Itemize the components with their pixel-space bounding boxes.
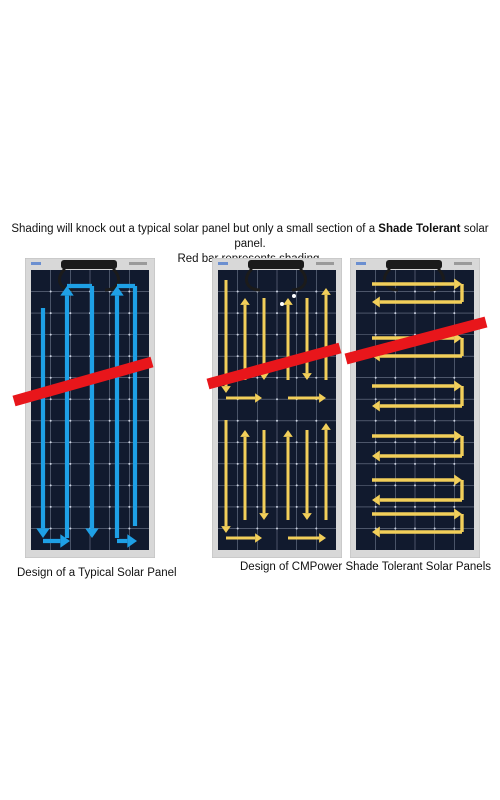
typical-solar-panel — [25, 258, 155, 558]
current-flow-arrow-icon — [259, 430, 269, 520]
current-flow-arrow-icon — [221, 420, 231, 533]
brand-label-icon — [218, 262, 228, 265]
current-flow-arrow-icon — [240, 430, 250, 520]
current-flow-arrow-icon — [110, 286, 124, 538]
rating-label-icon — [129, 262, 147, 265]
header-caption: Shading will knock out a typical solar p… — [0, 222, 500, 267]
connector-dot — [292, 294, 296, 298]
shade-tolerant-emphasis: Shade Tolerant — [378, 223, 461, 235]
current-flow-arrow-icon — [226, 393, 262, 403]
junction-box-icon — [57, 260, 121, 292]
current-flow-arrow-icon — [85, 286, 99, 538]
current-flow-arrow-icon — [226, 533, 262, 543]
brand-label-icon — [31, 262, 41, 265]
shade-tolerant-panel-vertical-strings — [212, 258, 342, 558]
current-flow-arrow-icon — [372, 430, 462, 442]
current-flow-arrow-icon — [117, 534, 137, 548]
rating-label-icon — [454, 262, 472, 265]
caption-typical-panel: Design of a Typical Solar Panel — [17, 567, 177, 579]
current-flow-arrow-icon — [288, 393, 326, 403]
current-flow-arrow-icon — [60, 286, 74, 538]
current-flow-arrow-icon — [372, 278, 462, 290]
current-flow-arrow-icon — [43, 534, 70, 548]
current-flow-arrow-icon — [283, 430, 293, 520]
current-flow-arrow-icon — [372, 450, 462, 462]
caption-shade-tolerant-panels: Design of CMPower Shade Tolerant Solar P… — [240, 561, 492, 573]
current-flow-arrow-icon — [372, 474, 462, 486]
current-flow-arrow-icon — [372, 380, 462, 392]
junction-box-icon — [244, 260, 308, 292]
header-line-1: Shading will knock out a typical solar p… — [11, 223, 489, 250]
current-flow-arrow-icon — [372, 400, 462, 412]
current-flow-arrow-icon — [288, 533, 326, 543]
current-flow-arrow-icon — [372, 494, 462, 506]
shade-tolerant-panel-horizontal-strings — [350, 258, 480, 558]
brand-label-icon — [356, 262, 366, 265]
current-flow-arrow-icon — [36, 308, 50, 538]
rating-label-icon — [316, 262, 334, 265]
current-flow-arrow-icon — [321, 423, 331, 520]
current-flow-arrow-icon — [372, 296, 462, 308]
current-flow-arrow-icon — [302, 430, 312, 520]
connector-dot — [280, 302, 284, 306]
current-flow-arrow-icon — [372, 526, 462, 538]
current-flow-arrow-icon — [372, 508, 462, 520]
